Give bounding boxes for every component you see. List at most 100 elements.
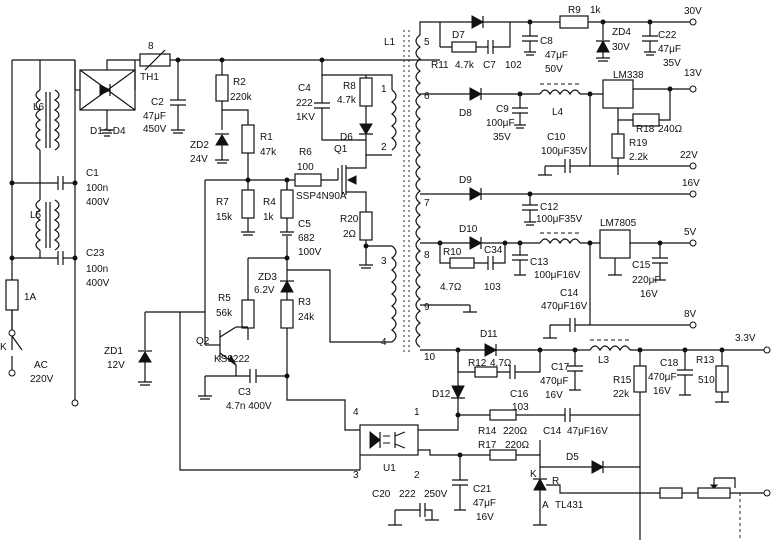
c15-voltage: 16V <box>640 289 658 300</box>
bridge-rectifier: D1～D4 <box>40 59 136 137</box>
q2-label: Q2 <box>196 336 210 347</box>
c13-value: 100μF16V <box>534 270 581 281</box>
pin-5-label: 5 <box>424 37 430 48</box>
c14b-value: 47μF16V <box>567 426 608 437</box>
c7-value: 102 <box>505 60 522 71</box>
c22-voltage: 35V <box>663 58 681 69</box>
r4-value: 1k <box>263 212 275 223</box>
c5-voltage: 100V <box>298 247 322 258</box>
switch-label: K <box>0 342 7 353</box>
zd2-voltage: 24V <box>190 154 208 165</box>
c21-value: 47μF <box>473 498 496 509</box>
primary-control-section: R2 220k ZD2 24V R1 47k R6 100 R7 15k R4 … <box>104 57 360 471</box>
c21-voltage: 16V <box>476 512 494 523</box>
r6-value: 100 <box>297 162 314 173</box>
r6-label: R6 <box>299 147 312 158</box>
d11-label: D11 <box>480 329 498 340</box>
c3-label: C3 <box>238 387 251 398</box>
r17-value: 220Ω <box>505 440 530 451</box>
th-number: 8 <box>148 41 154 52</box>
r1-label: R1 <box>260 132 273 143</box>
r19-value: 2.2k <box>629 152 649 163</box>
c4-label: C4 <box>298 83 311 94</box>
r12-label: R12 <box>468 358 487 369</box>
zd1-label: ZD1 <box>104 346 123 357</box>
c8-value: 47μF <box>545 50 568 61</box>
q1-label: Q1 <box>334 144 348 155</box>
r10-label: R10 <box>443 247 462 258</box>
c9-voltage: 35V <box>493 132 511 143</box>
feedback-section: D12 U1 4 3 1 2 R14 220Ω C16 103 C14 47μF… <box>300 350 771 540</box>
c14b-label: C14 <box>543 426 562 437</box>
zd4-voltage: 30V <box>612 42 630 53</box>
c9-label: C9 <box>496 104 509 115</box>
tl431-a-label: A <box>542 500 549 511</box>
c5-value: 682 <box>298 233 315 244</box>
d12-label: D12 <box>432 389 451 400</box>
d5-label: D5 <box>566 452 579 463</box>
pin-6-label: 6 <box>424 91 430 102</box>
r1-value: 47k <box>260 147 277 158</box>
r9-label: R9 <box>568 5 581 16</box>
rail-16v: D9 16V C12 100μF35V <box>420 175 700 226</box>
pin-9-label: 9 <box>424 302 430 313</box>
d10-label: D10 <box>459 224 478 235</box>
c16-value: 103 <box>512 402 529 413</box>
r12-value: 4.7Ω <box>490 358 512 369</box>
c20-value: 222 <box>399 489 416 500</box>
r10-value: 4.7Ω <box>440 282 462 293</box>
l4-label: L4 <box>552 107 564 118</box>
l5-label: L5 <box>30 210 42 221</box>
c17-label: C17 <box>551 362 570 373</box>
r2-value: 220k <box>230 92 253 103</box>
r15-value: 22k <box>613 389 630 400</box>
pin-10-label: 10 <box>424 352 436 363</box>
rail-5v-8v: D10 R10 4.7Ω C34 103 C13 100μF16V LM7805… <box>420 218 697 339</box>
c10-value: 100μF35V <box>541 146 588 157</box>
c2-voltage: 450V <box>143 124 167 135</box>
output-22v-label: 22V <box>680 150 698 161</box>
r7-value: 15k <box>216 212 233 223</box>
output-3v3-label: 3.3V <box>735 333 756 344</box>
r19-label: R19 <box>629 138 648 149</box>
q1-part: SSP4N90A <box>296 191 347 202</box>
c1-label: C1 <box>86 168 99 179</box>
r3-value: 24k <box>298 312 315 323</box>
c2-label: C2 <box>151 97 164 108</box>
pin-1-label: 1 <box>381 84 387 95</box>
rail-3v3: D11 R12 4.7Ω C17 470μF 16V L3 3.3V R15 2… <box>420 329 771 540</box>
bridge-label: D1～D4 <box>90 126 126 137</box>
d7-label: D7 <box>452 30 465 41</box>
c13-label: C13 <box>530 257 549 268</box>
output-5v-label: 5V <box>684 227 697 238</box>
r11-label: R11 <box>431 60 449 71</box>
c8-label: C8 <box>540 36 553 47</box>
r18-value: 240Ω <box>658 124 683 135</box>
c20-voltage: 250V <box>424 489 448 500</box>
c22-label: C22 <box>658 30 677 41</box>
pin-2-label: 2 <box>381 142 387 153</box>
r4-label: R4 <box>263 197 276 208</box>
fuse-label: 1A <box>24 292 37 303</box>
q2-part: KS9222 <box>214 354 250 365</box>
c17-voltage: 16V <box>545 390 563 401</box>
c8-voltage: 50V <box>545 64 563 75</box>
u1-pin-3-label: 3 <box>353 470 359 481</box>
l1-label: L1 <box>384 37 396 48</box>
c7-label: C7 <box>483 60 496 71</box>
output-8v-label: 8V <box>684 309 697 320</box>
d8-label: D8 <box>459 108 472 119</box>
c23-label: C23 <box>86 248 105 259</box>
r17-label: R17 <box>478 440 497 451</box>
c17-value: 470μF <box>540 376 569 387</box>
c34-label: C34 <box>484 245 503 256</box>
c14a-label: C14 <box>560 288 579 299</box>
r8-value: 4.7k <box>337 95 357 106</box>
r18-label: R18 <box>636 124 655 135</box>
switch-k: K <box>0 310 23 377</box>
c12-label: C12 <box>540 202 559 213</box>
pin-7-label: 7 <box>424 198 430 209</box>
c18-voltage: 16V <box>653 386 671 397</box>
lm338-label: LM338 <box>613 70 644 81</box>
input-filter-section: L6 C1 100n 400V L5 C23 <box>0 59 110 407</box>
